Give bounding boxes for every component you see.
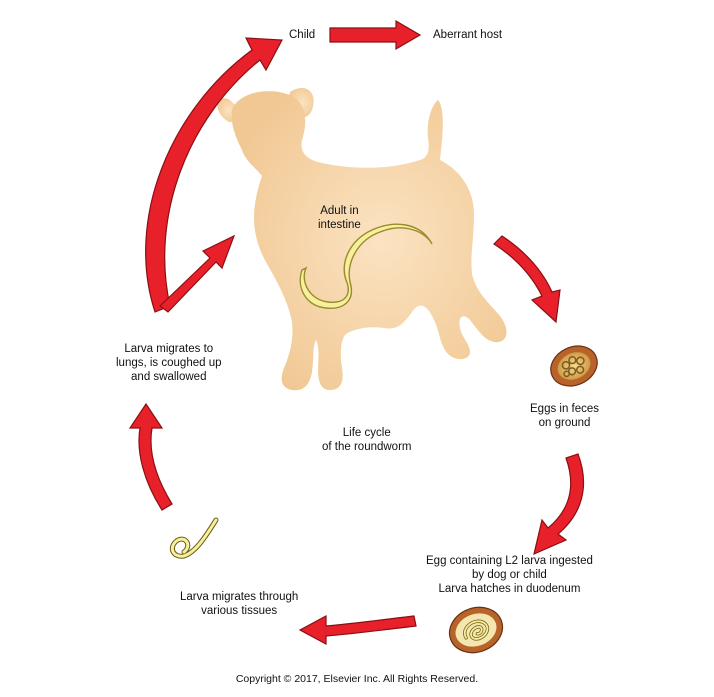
label-adult-in-intestine: Adult in intestine [318,205,361,231]
arrow-to-eggs-in-feces [493,235,561,324]
arrows [128,19,585,646]
copyright: Copyright © 2017, Elsevier Inc. All Righ… [235,673,479,685]
label-eggs-in-feces: Eggs in feces on ground [530,403,600,429]
label-child: Child [289,29,316,41]
arrow-to-lungs [128,402,173,511]
arrow-to-egg-ingested [533,453,585,556]
arrow-to-larva-tissues [298,614,417,646]
label-larva-lungs: Larva migrates to lungs, is coughed up a… [116,343,222,383]
arrow-to-dog [159,234,236,313]
migrating-larva [169,517,219,559]
label-egg-ingested: Egg containing L2 larva ingested by dog … [426,555,593,595]
egg-in-feces [550,345,598,387]
dog-silhouette [217,88,507,391]
arrow-child-to-aberrant-host [329,19,422,51]
label-life-cycle: Life cycle of the roundworm [322,427,412,453]
egg-containing-l2-larva [448,606,504,654]
adult-worm [299,223,433,309]
arrow-to-child [145,37,283,313]
label-larva-tissues: Larva migrates through various tissues [180,591,299,617]
label-aberrant-host: Aberrant host [433,29,503,41]
